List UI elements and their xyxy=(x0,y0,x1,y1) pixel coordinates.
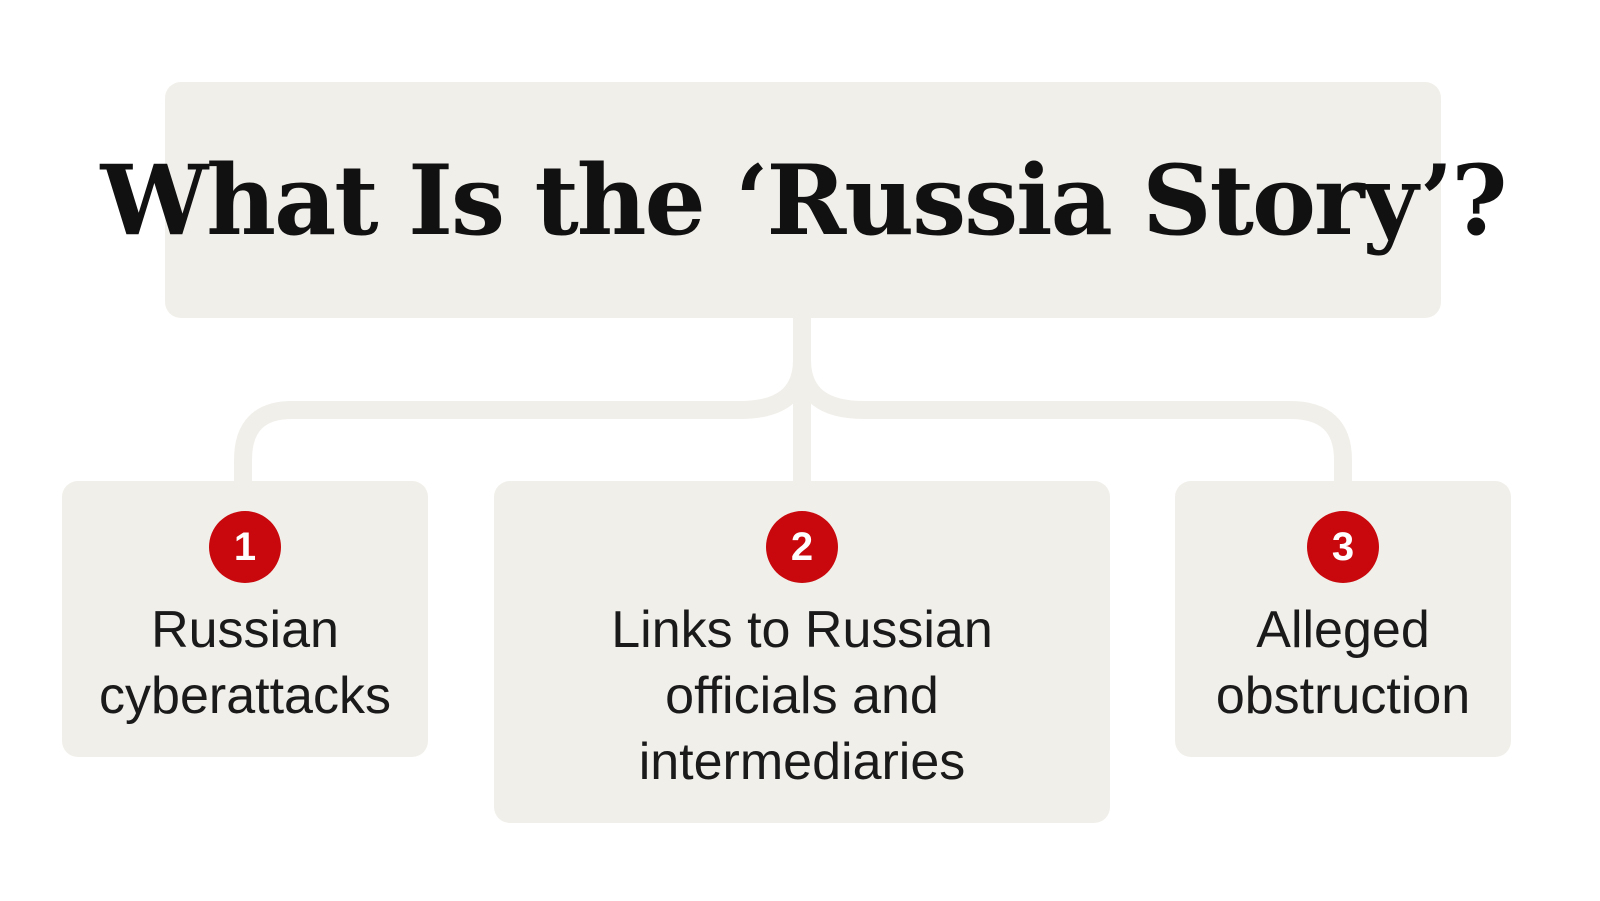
connector-stem xyxy=(234,318,811,481)
number-badge-1: 1 xyxy=(209,511,281,583)
item-label-3: Alleged obstruction xyxy=(1215,601,1471,725)
number-badge-3: 3 xyxy=(1307,511,1379,583)
item-box-1: 1 Russian cyberattacks xyxy=(62,481,428,757)
diagram-title: What Is the ‘Russia Story’? xyxy=(100,143,1507,257)
item-box-2: 2 Links to Russian officials and interme… xyxy=(494,481,1110,823)
connector-right xyxy=(793,318,1352,481)
item-box-3: 3 Alleged obstruction xyxy=(1175,481,1511,757)
title-box: What Is the ‘Russia Story’? xyxy=(100,82,1508,318)
number-badge-2: 2 xyxy=(766,511,838,583)
item-label-2: Links to Russian officials and intermedi… xyxy=(611,601,993,791)
item-label-1: Russian cyberattacks xyxy=(99,601,391,725)
